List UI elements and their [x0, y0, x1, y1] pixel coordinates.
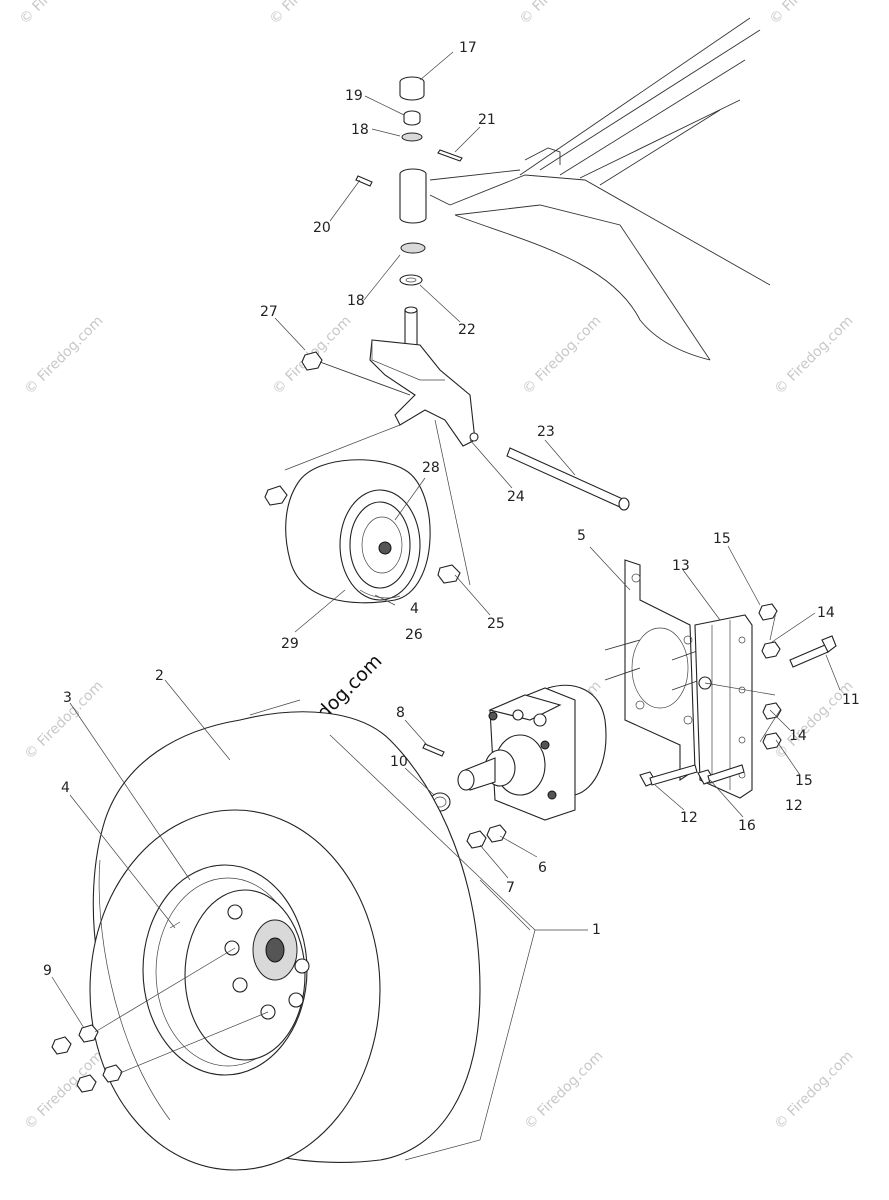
watermark: © Firedog.com [522, 1048, 607, 1133]
callout-15-lower: 15 [795, 773, 813, 789]
callout-5: 5 [577, 528, 586, 544]
callout-14-upper: 14 [817, 605, 835, 621]
callout-17: 17 [459, 40, 477, 56]
hydraulic-motor [457, 684, 607, 821]
callout-15-upper: 15 [713, 531, 731, 547]
motor-bracket [694, 614, 753, 799]
callout-26: 26 [405, 627, 423, 643]
watermark: © Firedog.com [22, 1048, 107, 1133]
mount-hardware [639, 603, 837, 787]
callout-1: 1 [592, 922, 601, 938]
callout-27: 27 [260, 304, 278, 320]
callout-29: 29 [281, 636, 299, 652]
callout-22: 22 [458, 322, 476, 338]
motor-mount-plate [604, 559, 701, 782]
callout-18-upper: 18 [351, 122, 369, 138]
callout-14-lower: 14 [789, 728, 807, 744]
caster-axle [506, 447, 630, 511]
callout-18-lower: 18 [347, 293, 365, 309]
callout-21: 21 [478, 112, 496, 128]
watermark: © Firedog.com [267, 0, 352, 28]
watermark: © Firedog.com [17, 0, 102, 28]
callout-10: 10 [390, 754, 408, 770]
watermark: © Firedog.com [772, 1048, 857, 1133]
callout-4-drive: 4 [61, 780, 70, 796]
watermark: © Firedog.com [520, 313, 605, 398]
caster-pivot-assembly [355, 76, 463, 286]
callout-24: 24 [507, 489, 525, 505]
callout-9: 9 [43, 963, 52, 979]
wheel-nuts [51, 947, 269, 1093]
callout-6: 6 [538, 860, 547, 876]
watermark: © Firedog.com [772, 313, 857, 398]
hub-hardware [422, 743, 507, 849]
callout-11: 11 [842, 692, 860, 708]
leader-lines [51, 51, 841, 1161]
callout-23: 23 [537, 424, 555, 440]
watermark: © Firedog.com [772, 678, 857, 763]
watermark: © Firedog.com [517, 0, 602, 28]
callout-3: 3 [63, 690, 72, 706]
callout-16: 16 [738, 818, 756, 834]
watermark: © Firedog.com [22, 313, 107, 398]
callout-8: 8 [396, 705, 405, 721]
callout-labels: 17 19 18 21 20 18 22 27 23 28 24 29 4 26… [43, 40, 860, 979]
callout-4-caster: 4 [410, 601, 419, 617]
callout-25: 25 [487, 616, 505, 632]
callout-2: 2 [155, 668, 164, 684]
callout-28: 28 [422, 460, 440, 476]
callout-20: 20 [313, 220, 331, 236]
caster-wheel [264, 419, 471, 604]
callout-7: 7 [506, 880, 515, 896]
callout-12-left: 12 [680, 810, 698, 826]
caster-fork [301, 306, 479, 447]
callout-12-right: 12 [785, 798, 803, 814]
frame-arm [429, 17, 771, 361]
callout-19: 19 [345, 88, 363, 104]
callout-13: 13 [672, 558, 690, 574]
drive-wheel [89, 699, 481, 1171]
watermark: © Firedog.com [767, 0, 852, 28]
